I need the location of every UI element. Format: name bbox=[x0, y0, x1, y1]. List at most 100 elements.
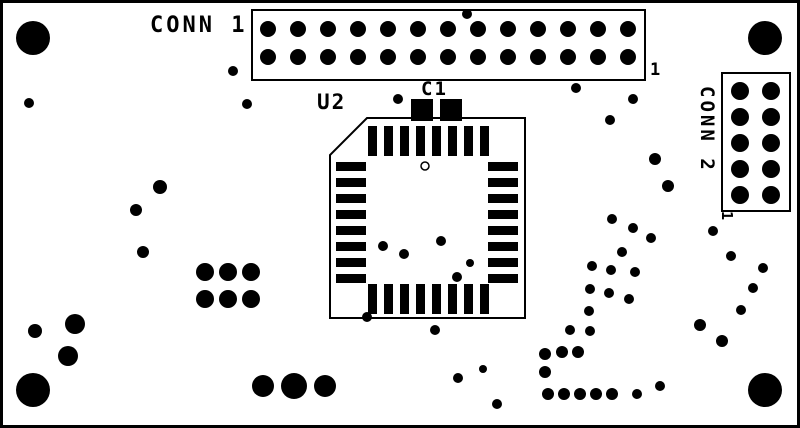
via bbox=[436, 236, 446, 246]
u2-pad-top bbox=[384, 126, 393, 156]
conn1-pad bbox=[620, 49, 636, 65]
via bbox=[585, 284, 595, 294]
conn2-pad bbox=[731, 186, 749, 204]
u2-pad-right bbox=[488, 242, 518, 251]
via bbox=[748, 283, 758, 293]
via bbox=[590, 388, 602, 400]
via bbox=[196, 290, 214, 308]
via bbox=[252, 375, 274, 397]
conn1-pad bbox=[440, 49, 456, 65]
via bbox=[655, 381, 665, 391]
u2-pad-top bbox=[400, 126, 409, 156]
via bbox=[539, 366, 551, 378]
via bbox=[28, 324, 42, 338]
u2-pad-bottom bbox=[416, 284, 425, 314]
conn1-pad bbox=[320, 21, 336, 37]
u2-pad-bottom bbox=[432, 284, 441, 314]
conn1-pad bbox=[350, 49, 366, 65]
conn1-pin1-label: 1 bbox=[650, 60, 661, 80]
conn1-pad bbox=[470, 49, 486, 65]
conn2-pad bbox=[762, 82, 780, 100]
conn1-pad bbox=[620, 21, 636, 37]
mounting-hole bbox=[16, 373, 50, 407]
conn2-pad bbox=[731, 108, 749, 126]
via bbox=[492, 399, 502, 409]
conn1-pad bbox=[440, 21, 456, 37]
via bbox=[219, 290, 237, 308]
u2-pad-bottom bbox=[480, 284, 489, 314]
via bbox=[606, 388, 618, 400]
via bbox=[378, 241, 388, 251]
via bbox=[585, 326, 595, 336]
u2-pad-left bbox=[336, 226, 366, 235]
conn1-pad bbox=[590, 21, 606, 37]
conn1-pad bbox=[320, 49, 336, 65]
conn1-pad bbox=[350, 21, 366, 37]
u2-pad-bottom bbox=[368, 284, 377, 314]
via bbox=[628, 223, 638, 233]
conn2-pad bbox=[762, 108, 780, 126]
c1-label: C1 bbox=[421, 78, 448, 100]
via bbox=[604, 288, 614, 298]
u2-pad-left bbox=[336, 258, 366, 267]
mounting-hole bbox=[16, 21, 50, 55]
via bbox=[281, 373, 307, 399]
via bbox=[662, 180, 674, 192]
via bbox=[584, 306, 594, 316]
u2-pad-right bbox=[488, 210, 518, 219]
conn1-pad bbox=[560, 49, 576, 65]
via bbox=[649, 153, 661, 165]
via bbox=[228, 66, 238, 76]
conn1-pad bbox=[290, 49, 306, 65]
conn2-pad bbox=[731, 160, 749, 178]
u2-pad-right bbox=[488, 178, 518, 187]
conn1-pad bbox=[530, 49, 546, 65]
via bbox=[632, 389, 642, 399]
conn1-pad bbox=[260, 21, 276, 37]
via bbox=[726, 251, 736, 261]
conn1-pad bbox=[500, 21, 516, 37]
via bbox=[539, 348, 551, 360]
u2-pad-top bbox=[464, 126, 473, 156]
via bbox=[399, 249, 409, 259]
via bbox=[462, 9, 472, 19]
conn1-pad bbox=[470, 21, 486, 37]
u2-pad-bottom bbox=[448, 284, 457, 314]
via bbox=[572, 346, 584, 358]
via bbox=[453, 373, 463, 383]
conn2-pad bbox=[731, 134, 749, 152]
via bbox=[242, 99, 252, 109]
u2-pad-right bbox=[488, 258, 518, 267]
u2-pad-left bbox=[336, 210, 366, 219]
u2-pad-bottom bbox=[384, 284, 393, 314]
via bbox=[646, 233, 656, 243]
conn1-pad bbox=[530, 21, 546, 37]
via bbox=[479, 365, 487, 373]
via bbox=[242, 290, 260, 308]
via bbox=[607, 214, 617, 224]
via bbox=[542, 388, 554, 400]
via bbox=[606, 265, 616, 275]
u2-pad-left bbox=[336, 242, 366, 251]
via bbox=[219, 263, 237, 281]
conn1-pad bbox=[410, 21, 426, 37]
conn1-pad bbox=[260, 49, 276, 65]
via bbox=[58, 346, 78, 366]
via bbox=[65, 314, 85, 334]
conn1-pad bbox=[410, 49, 426, 65]
conn2-pad bbox=[731, 82, 749, 100]
c1-pad bbox=[440, 99, 462, 121]
u2-pad-top bbox=[368, 126, 377, 156]
via bbox=[137, 246, 149, 258]
conn1-pad bbox=[290, 21, 306, 37]
conn1-outline bbox=[251, 9, 646, 81]
via bbox=[430, 325, 440, 335]
u2-pad-top bbox=[480, 126, 489, 156]
conn1-pad bbox=[380, 49, 396, 65]
via bbox=[196, 263, 214, 281]
via bbox=[630, 267, 640, 277]
conn2-label: CONN 2 bbox=[696, 86, 718, 173]
via bbox=[362, 312, 372, 322]
